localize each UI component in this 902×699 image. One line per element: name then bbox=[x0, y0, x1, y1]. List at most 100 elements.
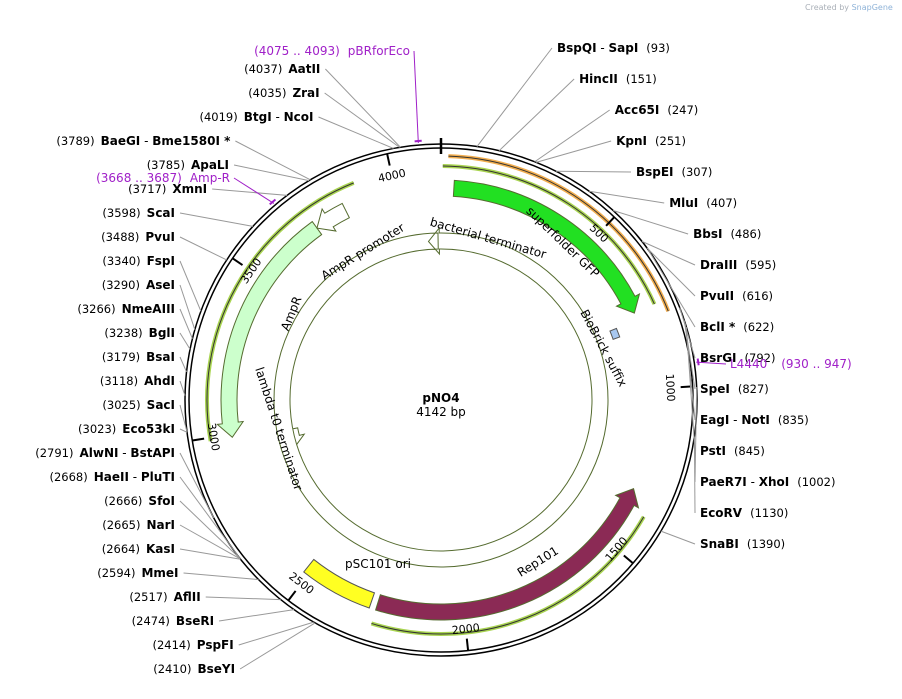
tick-mark bbox=[605, 216, 616, 227]
enzyme-name2: PluTI bbox=[141, 470, 175, 484]
enzyme-name2: NotI bbox=[741, 413, 770, 427]
enzyme-name2: Bme1580I * bbox=[152, 134, 231, 148]
enzyme-pos: (3025) bbox=[102, 398, 140, 412]
enzyme-name: BseRI bbox=[176, 614, 214, 628]
enzyme-label: (4037) AatII bbox=[244, 62, 320, 76]
enzyme-name: SfoI bbox=[148, 494, 175, 508]
tick-mark bbox=[192, 437, 205, 442]
primer-range: (930 .. 947) bbox=[781, 357, 851, 371]
enzyme-name: Eco53kI bbox=[122, 422, 175, 436]
enzyme-name: NarI bbox=[146, 518, 175, 532]
tick-label: 3000 bbox=[205, 422, 222, 452]
enzyme-label: (3238)BglI bbox=[104, 326, 175, 340]
enzyme-pos: (251) bbox=[655, 134, 686, 148]
enzyme-pos: (307) bbox=[682, 165, 713, 179]
enzyme-leader bbox=[179, 548, 241, 560]
enzyme-label: PaeR7I - XhoI(1002) bbox=[700, 475, 836, 489]
enzyme-label: PvuII (616) bbox=[700, 289, 773, 303]
enzyme-leader bbox=[324, 92, 400, 148]
enzyme-label: EcoRV(1130) bbox=[700, 506, 788, 520]
enzyme-leader bbox=[179, 380, 186, 396]
enzyme-label: (2517)AflII bbox=[129, 590, 200, 604]
enzyme-label: (2665)NarI bbox=[102, 518, 175, 532]
feature-arrow bbox=[374, 488, 640, 621]
primer-leader bbox=[413, 50, 419, 144]
enzyme-leader bbox=[534, 109, 610, 163]
enzyme-pos: (3266) bbox=[77, 302, 115, 316]
feature-box bbox=[609, 327, 621, 340]
enzyme-name: BspQI bbox=[557, 41, 597, 55]
enzyme-name: MmeI bbox=[141, 566, 178, 580]
enzyme-label: BclI *(622) bbox=[700, 320, 774, 334]
tick-label: 2000 bbox=[451, 621, 480, 637]
primer-label: (3668 .. 3687)Amp-R bbox=[96, 171, 230, 185]
orf-line bbox=[206, 182, 354, 442]
enzyme-label: DraIII(595) bbox=[700, 258, 776, 272]
enzyme-label: (3023) Eco53kI bbox=[78, 422, 175, 436]
enzyme-pos: (4037) bbox=[244, 62, 282, 76]
enzyme-leader bbox=[179, 260, 202, 312]
enzyme-label: (2664)KasI bbox=[102, 542, 175, 556]
enzyme-leader bbox=[183, 572, 259, 581]
enzyme-label: BspQI - SapI(93) bbox=[557, 41, 670, 55]
enzyme-pos: (3118) bbox=[100, 374, 138, 388]
primer-name: L4440 bbox=[730, 357, 767, 371]
primer-label: (4075 .. 4093)pBRforEco bbox=[254, 44, 410, 58]
enzyme-pos: (3717) bbox=[128, 182, 166, 196]
enzyme-label: BbsI(486) bbox=[693, 227, 761, 241]
enzyme-label: (4035)ZraI bbox=[248, 86, 319, 100]
enzyme-leader bbox=[179, 476, 240, 559]
enzyme-leader bbox=[179, 308, 193, 339]
enzyme-label: (3785)ApaLI bbox=[147, 158, 229, 172]
enzyme-label: KpnI(251) bbox=[616, 134, 686, 148]
enzyme-leader bbox=[179, 356, 188, 373]
enzyme-name2: SapI bbox=[609, 41, 639, 55]
enzyme-pos: (3598) bbox=[102, 206, 140, 220]
enzyme-label: (2791)AlwNI - BstAPI bbox=[35, 446, 175, 460]
enzyme-pos: (2410) bbox=[153, 662, 191, 676]
plasmid-length: 4142 bp bbox=[416, 405, 466, 419]
enzyme-pos: (2474) bbox=[132, 614, 170, 628]
enzyme-label: (3717)XmnI bbox=[128, 182, 207, 196]
enzyme-pos: (3023) bbox=[78, 422, 116, 436]
enzyme-label: (2410)BseYI bbox=[153, 662, 235, 676]
enzyme-leader bbox=[660, 530, 696, 545]
enzyme-leader bbox=[476, 47, 553, 147]
enzyme-pos: (3785) bbox=[147, 158, 185, 172]
tick-mark bbox=[623, 554, 634, 564]
tick-label: 1000 bbox=[663, 373, 677, 402]
enzyme-dash: - bbox=[129, 470, 141, 484]
feature-arrow bbox=[316, 202, 351, 232]
enzyme-leader bbox=[179, 332, 191, 350]
enzyme-label: SpeI(827) bbox=[700, 382, 769, 396]
enzyme-pos: (1390) bbox=[747, 537, 785, 551]
primer-leader bbox=[233, 177, 275, 204]
enzyme-name: BsaI bbox=[146, 350, 175, 364]
enzyme-name: ScaI bbox=[147, 206, 175, 220]
enzyme-leader bbox=[535, 140, 612, 163]
enzyme-label: (3266)NmeAIII bbox=[77, 302, 175, 316]
enzyme-name: SpeI bbox=[700, 382, 730, 396]
orf-line bbox=[448, 155, 669, 312]
enzyme-name2: NcoI bbox=[284, 110, 314, 124]
enzyme-pos: (1130) bbox=[750, 506, 788, 520]
enzyme-name: EagI bbox=[700, 413, 729, 427]
enzyme-name: PvuII bbox=[700, 289, 734, 303]
enzyme-name: FspI bbox=[147, 254, 175, 268]
enzyme-pos: (2414) bbox=[152, 638, 190, 652]
enzyme-leader bbox=[233, 164, 310, 182]
tick-mark bbox=[232, 257, 244, 266]
tick-mark bbox=[386, 153, 391, 166]
tick-mark bbox=[287, 590, 297, 602]
enzyme-pos: (616) bbox=[742, 289, 773, 303]
enzyme-name: SacI bbox=[147, 398, 175, 412]
primer-name: pBRforEco bbox=[348, 44, 410, 58]
enzyme-name: AhdI bbox=[144, 374, 175, 388]
enzyme-label: PstI(845) bbox=[700, 444, 765, 458]
primer-range: (3668 .. 3687) bbox=[96, 171, 182, 185]
enzyme-pos: (2594) bbox=[97, 566, 135, 580]
enzyme-leader bbox=[647, 249, 696, 328]
primer-leader bbox=[696, 361, 727, 365]
enzyme-name: AatII bbox=[288, 62, 320, 76]
